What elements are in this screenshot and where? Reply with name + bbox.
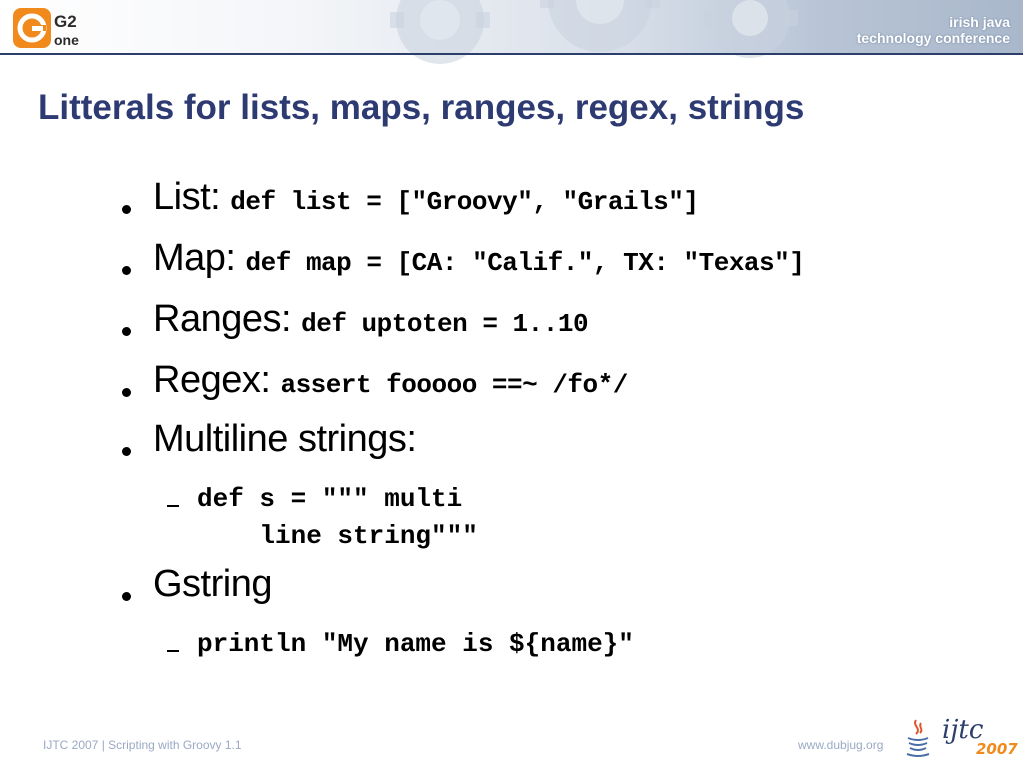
sub-bullet-dash-icon bbox=[167, 650, 179, 652]
bullet-dot-icon bbox=[122, 205, 131, 214]
bullet-label: Gstring bbox=[153, 563, 272, 605]
sub-item-code: def s = """ multi bbox=[197, 484, 463, 514]
slide-header: G2 one irish java technology conference bbox=[0, 0, 1023, 64]
bullet-code: def uptoten = 1..10 bbox=[301, 309, 589, 339]
bullet-dot-icon bbox=[122, 447, 131, 456]
bullet-label: Ranges: bbox=[153, 298, 292, 340]
conference-line-1: irish java bbox=[949, 14, 1010, 30]
conference-line-2: technology conference bbox=[856, 30, 1010, 46]
ijtc-logo-text: ijtc bbox=[942, 715, 984, 745]
conference-title: irish java technology conference bbox=[857, 14, 1010, 46]
bullet-dot-icon bbox=[122, 327, 131, 336]
bullet-label: Map: bbox=[153, 237, 236, 279]
sub-item-code: println "My name is ${name}" bbox=[197, 629, 634, 659]
bullet-label: Regex: bbox=[153, 359, 271, 401]
bullet-item-multiline: Multiline strings: bbox=[153, 418, 417, 461]
java-cup-icon bbox=[906, 719, 930, 757]
bullet-item-ranges: Ranges: def uptoten = 1..10 bbox=[153, 298, 589, 341]
bullet-dot-icon bbox=[122, 388, 131, 397]
bullet-code: assert fooooo ==~ /fo*/ bbox=[280, 370, 628, 400]
bullet-dot-icon bbox=[122, 266, 131, 275]
bullet-code: def map = [CA: "Calif.", TX: "Texas"] bbox=[245, 248, 805, 278]
footer-url: www.dubjug.org bbox=[798, 738, 884, 752]
bullet-label: List: bbox=[153, 176, 221, 218]
bullet-item-map: Map: def map = [CA: "Calif.", TX: "Texas… bbox=[153, 237, 805, 280]
g2one-logo-icon: G2 one bbox=[13, 8, 79, 48]
ijtc-logo-icon: ijtc 2007 bbox=[942, 715, 1018, 758]
bullet-item-gstring: Gstring bbox=[153, 563, 272, 606]
ijtc-logo-year: 2007 bbox=[976, 740, 1018, 758]
header-divider bbox=[0, 53, 1023, 55]
bullet-label: Multiline strings: bbox=[153, 418, 417, 460]
bullet-item-regex: Regex: assert fooooo ==~ /fo*/ bbox=[153, 359, 628, 402]
gears-background-icon bbox=[390, 0, 798, 64]
sub-bullet-dash-icon bbox=[167, 505, 179, 507]
logo-bottom-text: one bbox=[54, 32, 79, 48]
slide-title: Litterals for lists, maps, ranges, regex… bbox=[38, 88, 805, 127]
footer-caption: IJTC 2007 | Scripting with Groovy 1.1 bbox=[43, 738, 242, 752]
logo-top-text: G2 bbox=[54, 12, 77, 31]
bullet-code: def list = ["Groovy", "Grails"] bbox=[230, 187, 699, 217]
bullet-item-list: List: def list = ["Groovy", "Grails"] bbox=[153, 176, 699, 219]
sub-item-code: line string""" bbox=[197, 521, 478, 551]
bullet-dot-icon bbox=[122, 592, 131, 601]
